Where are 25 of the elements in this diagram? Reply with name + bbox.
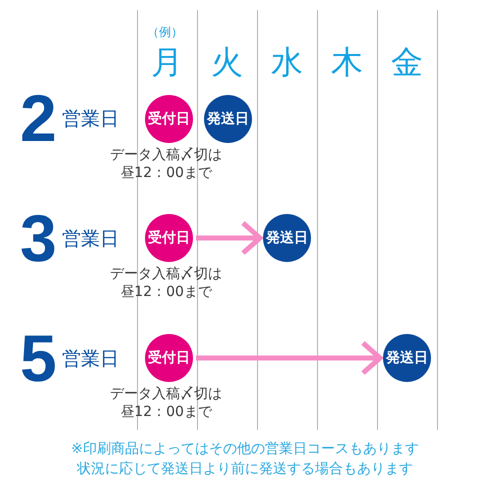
weekday-heading: 火 xyxy=(211,45,243,80)
business-day-count: 5 xyxy=(20,332,57,384)
example-note: （例） xyxy=(147,26,183,40)
footnote: ※印刷商品によってはその他の営業日コースもあります xyxy=(71,442,419,458)
deadline-note: データ入稿〆切は昼12：00まで xyxy=(109,385,224,421)
weekday-heading: 木 xyxy=(331,45,363,80)
shipping-day-badge: 発送日 xyxy=(204,95,252,143)
business-day-count: 3 xyxy=(20,212,57,264)
weekday-heading: 金 xyxy=(391,45,423,80)
shipping-day-badge: 発送日 xyxy=(383,334,431,382)
arrow xyxy=(196,220,262,256)
business-day-unit: 営業日 xyxy=(62,229,119,250)
business-day-unit: 営業日 xyxy=(62,349,119,370)
receipt-day-badge: 受付日 xyxy=(145,95,193,143)
arrow xyxy=(196,340,382,376)
business-day-count: 2 xyxy=(20,92,57,144)
weekday-heading: 月 xyxy=(151,45,183,80)
footnote: 状況に応じて発送日より前に発送する場合もあります xyxy=(77,462,413,478)
receipt-day-badge: 受付日 xyxy=(145,214,193,262)
deadline-note: データ入稿〆切は昼12：00まで xyxy=(109,265,224,301)
weekday-heading: 水 xyxy=(271,45,303,80)
business-day-unit: 営業日 xyxy=(62,109,119,130)
receipt-day-badge: 受付日 xyxy=(145,334,193,382)
shipping-day-badge: 発送日 xyxy=(263,214,311,262)
deadline-note: データ入稿〆切は昼12：00まで xyxy=(109,146,224,182)
